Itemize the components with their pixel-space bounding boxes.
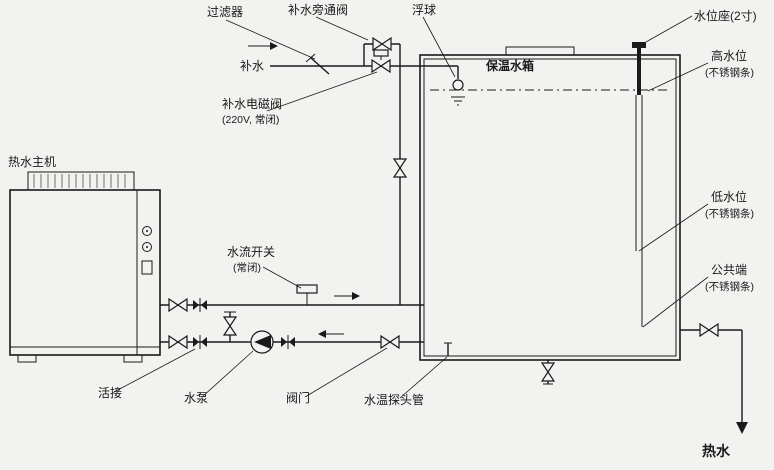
leader-solenoid xyxy=(266,71,378,112)
makeup-water-line xyxy=(248,36,465,106)
leader-flow-switch xyxy=(262,266,302,289)
leader-valve xyxy=(304,347,388,398)
riser-valve-symbol xyxy=(392,158,408,178)
filter-symbol xyxy=(310,57,330,75)
grille-fins xyxy=(33,174,126,188)
storage-tank xyxy=(419,46,681,361)
leader-high-level xyxy=(647,62,709,92)
circulation-pipes xyxy=(160,284,424,354)
flow-switch-symbol xyxy=(296,284,318,305)
water-level-sensor xyxy=(632,42,646,327)
label-common-sub: (不锈钢条) xyxy=(705,280,754,293)
label-high-level: 高水位 xyxy=(711,48,747,63)
supply-arrow-head xyxy=(352,292,360,300)
filter-tick xyxy=(305,53,316,63)
leader-low-level xyxy=(638,203,709,252)
heat-pump-unit xyxy=(9,171,161,363)
return-arrow-head xyxy=(318,330,326,338)
label-tank: 保温水箱 xyxy=(485,58,534,73)
label-solenoid-sub: (220V, 常闭) xyxy=(222,113,279,126)
heat-pump-foot-left xyxy=(17,354,37,363)
supply-isolation-valve xyxy=(168,297,188,313)
label-hot-water: 热水 xyxy=(702,443,731,459)
gauge-dot-2 xyxy=(146,246,148,248)
fill-riser xyxy=(392,66,408,305)
float-ball-symbol xyxy=(452,79,464,91)
water-surface-mark xyxy=(451,96,465,106)
tank-lid xyxy=(505,46,575,56)
label-valve: 阀门 xyxy=(286,390,310,405)
bypass-valve-symbol xyxy=(372,36,392,52)
solenoid-valve-symbol xyxy=(371,58,391,74)
leader-level-seat xyxy=(645,15,693,43)
label-filter: 过滤器 xyxy=(207,5,243,19)
heat-pump-body xyxy=(9,189,161,356)
hot-water-arrow-head xyxy=(736,422,748,434)
heat-pump-control-box xyxy=(141,260,153,275)
leader-union xyxy=(113,348,196,393)
leader-float xyxy=(422,16,456,78)
solenoid-coil xyxy=(373,49,389,57)
pump-symbol xyxy=(250,330,274,354)
leader-pump xyxy=(201,350,254,398)
heat-pump-gauge-1 xyxy=(142,226,152,236)
tank-drain xyxy=(540,360,556,385)
hot-water-outlet xyxy=(680,322,748,434)
outlet-valve-symbol xyxy=(699,322,719,338)
leader-common xyxy=(642,276,709,328)
leader-filter xyxy=(225,19,316,60)
makeup-arrow-head xyxy=(270,42,278,50)
temp-probe-tube xyxy=(444,342,452,356)
label-flow-switch: 水流开关 xyxy=(227,245,275,259)
label-high-level-sub: (不锈钢条) xyxy=(705,66,754,79)
leader-bypass-valve xyxy=(315,16,369,41)
label-low-level-sub: (不锈钢条) xyxy=(705,207,754,220)
label-pump: 水泵 xyxy=(184,391,208,405)
label-makeup: 补水 xyxy=(240,59,264,73)
label-common: 公共端 xyxy=(711,263,747,277)
label-solenoid: 补水电磁阀 xyxy=(222,96,282,111)
label-heat-pump: 热水主机 xyxy=(8,155,56,169)
union-upper xyxy=(193,298,207,312)
union-lower xyxy=(193,335,207,349)
label-union: 活接 xyxy=(98,385,122,400)
label-temp-probe: 水温探头管 xyxy=(364,392,424,407)
return-isolation-valve xyxy=(168,334,188,350)
union-after-pump xyxy=(281,335,295,349)
leader-lines xyxy=(113,15,709,399)
label-bypass-valve: 补水旁通阀 xyxy=(288,2,348,17)
heat-pump-foot-right xyxy=(123,354,143,363)
tank-inner-wall xyxy=(423,58,677,357)
leader-temp-probe xyxy=(399,356,448,399)
gauge-dot-1 xyxy=(146,230,148,232)
label-flow-switch-sub: (常闭) xyxy=(233,261,261,274)
heat-pump-gauge-2 xyxy=(142,242,152,252)
label-low-level: 低水位 xyxy=(711,189,747,204)
drain-valve-symbol xyxy=(540,362,556,382)
tank-return-valve xyxy=(380,334,400,350)
label-float: 浮球 xyxy=(412,3,436,17)
vent-stub xyxy=(222,311,238,342)
label-level-seat: 水位座(2寸) xyxy=(694,8,757,23)
vent-valve-symbol xyxy=(222,316,238,336)
